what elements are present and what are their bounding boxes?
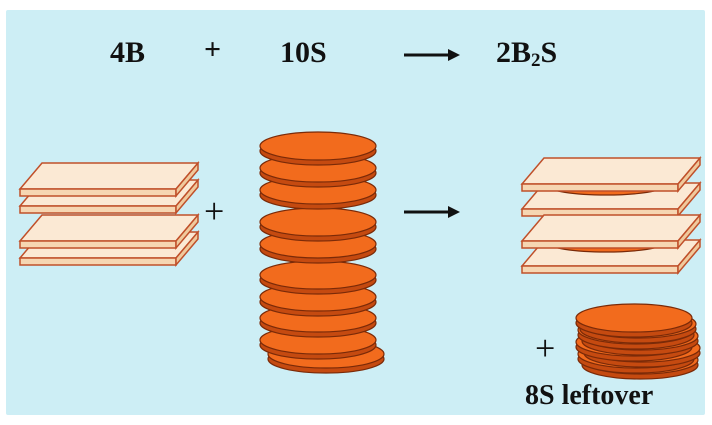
sandwich-icon — [521, 214, 701, 274]
equation-arrow-icon — [402, 47, 462, 63]
equation-product-subscript: 2 — [531, 50, 541, 71]
leftover-label: 8S leftover — [525, 380, 654, 411]
diagram-plus-left: + — [204, 191, 225, 231]
equation-reactant-cheese: 10S — [280, 36, 327, 69]
bread-slice-icon — [19, 214, 199, 249]
leftover-cheese-stack — [575, 303, 701, 380]
cheese-slice-icon — [259, 260, 377, 295]
cheese-slice-icon — [259, 131, 377, 166]
equation-product-suffix: S — [540, 36, 558, 69]
cheese-slice-icon — [259, 207, 377, 242]
equation-plus: + — [204, 33, 222, 66]
diagram-arrow-icon — [402, 204, 462, 220]
equation-reactant-bread: 4B — [110, 36, 146, 69]
sandwich-icon — [521, 157, 701, 217]
bread-slice-icon — [19, 162, 199, 197]
equation-product: 2B2S — [496, 36, 558, 71]
equation-product-prefix: 2B — [496, 36, 532, 69]
diagram-plus-bottom: + — [535, 328, 556, 368]
cheese-slice-icon — [575, 303, 693, 338]
